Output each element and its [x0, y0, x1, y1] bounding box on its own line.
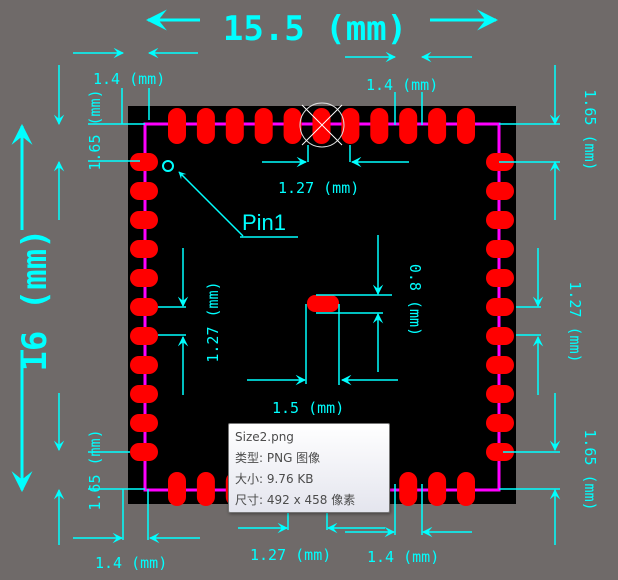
- pad-left-10: [130, 414, 158, 432]
- pad-left-5: [130, 269, 158, 287]
- pad-top-9: [399, 108, 418, 144]
- pad-left-11: [130, 443, 158, 461]
- pad-left-4: [130, 240, 158, 258]
- pin1-label: Pin1: [242, 210, 286, 235]
- tooltip-size: 大小: 9.76 KB: [235, 472, 314, 486]
- bottom-pitch-label: 1.27 (mm): [250, 546, 331, 564]
- pad-left-9: [130, 385, 158, 403]
- top-left-offset-label: 1.4 (mm): [93, 70, 165, 88]
- pad-left-2: [130, 182, 158, 200]
- pad-right-3: [486, 211, 514, 229]
- pad-right-9: [486, 385, 514, 403]
- pad-bottom-10: [428, 472, 447, 506]
- pad-left-8: [130, 356, 158, 374]
- pad-bottom-9: [399, 472, 418, 506]
- pad-bottom-2: [196, 472, 215, 506]
- pad-right-10: [486, 414, 514, 432]
- width-label: 15.5 (mm): [223, 9, 407, 49]
- pad-left-1: [130, 153, 158, 171]
- top-pitch-label: 1.27 (mm): [278, 179, 359, 197]
- pad-left-3: [130, 211, 158, 229]
- pad-top-4: [254, 108, 273, 144]
- top-right-offset-label: 1.4 (mm): [366, 76, 438, 94]
- pad-top-2: [196, 108, 215, 144]
- pad-top-7: [341, 108, 360, 144]
- pad-top-3: [225, 108, 244, 144]
- pad-bottom-11: [457, 472, 475, 506]
- height-label: 16 (mm): [15, 228, 55, 371]
- crosshair-marker: [299, 102, 345, 148]
- bottom-left-offset-label: 1.4 (mm): [95, 554, 167, 572]
- left-top-offset-label: 1.65 (mm): [86, 89, 104, 170]
- tooltip-dimensions: 尺寸: 492 x 458 像素: [235, 493, 356, 507]
- bottom-right-offset-label: 1.4 (mm): [367, 548, 439, 566]
- pad-left-6: [130, 298, 158, 316]
- pad-top-8: [370, 108, 389, 144]
- pad-right-7: [486, 327, 514, 345]
- right-bottom-offset-label: 1.65 (mm): [581, 429, 599, 510]
- pad-top-11: [457, 108, 475, 144]
- pad-left-7: [130, 327, 158, 345]
- pad-width-label: 1.5 (mm): [272, 399, 344, 417]
- pad-right-5: [486, 269, 514, 287]
- pad-top-1: [168, 108, 186, 144]
- pad-right-8: [486, 356, 514, 374]
- right-pitch-label: 1.27 (mm): [566, 281, 584, 362]
- pad-right-6: [486, 298, 514, 316]
- pad-top-10: [428, 108, 447, 144]
- pad-right-11: [486, 443, 514, 461]
- pad-detail: [307, 295, 339, 312]
- file-info-tooltip: Size2.png 类型: PNG 图像 大小: 9.76 KB 尺寸: 492…: [228, 423, 390, 513]
- tooltip-filename: Size2.png: [235, 430, 294, 444]
- pad-right-2: [486, 182, 514, 200]
- pin1-marker-icon: [162, 160, 174, 172]
- left-bottom-offset-label: 1.65 (mm): [86, 429, 104, 510]
- pad-top-5: [283, 108, 302, 144]
- pad-height-label: 0.8 (mm): [406, 264, 424, 336]
- pin1-leader: [178, 171, 244, 237]
- pad-bottom-1: [168, 472, 186, 506]
- left-pitch-label: 1.27 (mm): [204, 281, 222, 362]
- right-top-offset-label: 1.65 (mm): [581, 89, 599, 170]
- tooltip-type: 类型: PNG 图像: [235, 451, 321, 465]
- pad-right-4: [486, 240, 514, 258]
